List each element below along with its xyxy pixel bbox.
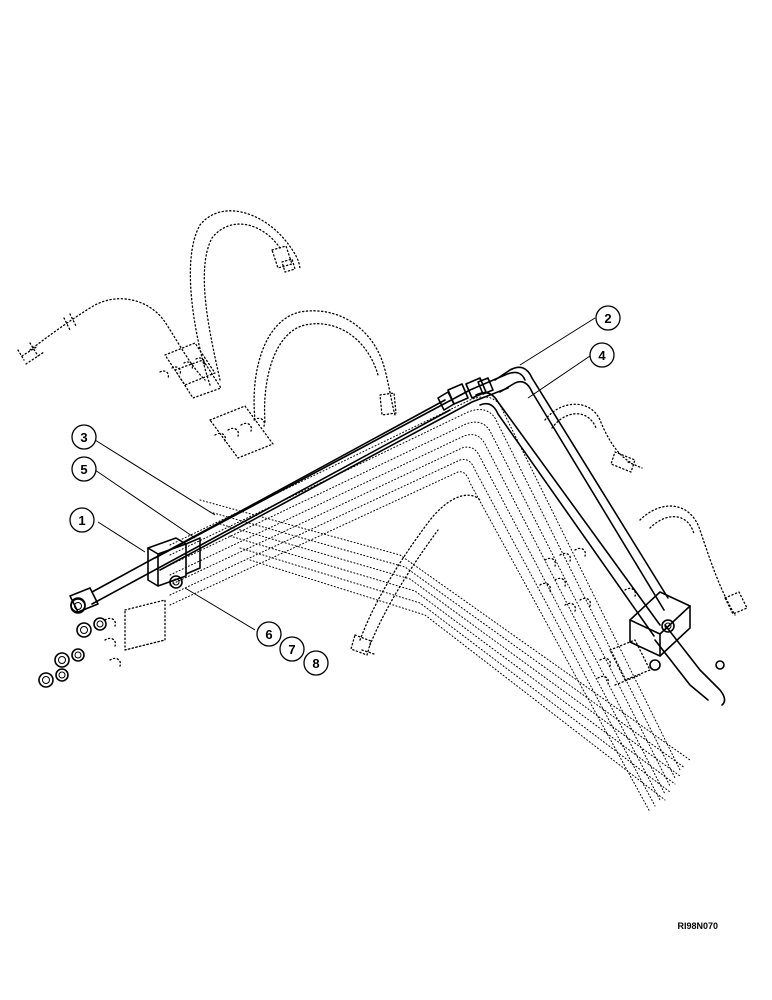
phantom-tube-bundle	[169, 396, 691, 813]
port-fittings	[38, 597, 107, 688]
svg-text:2: 2	[604, 311, 611, 326]
callout-8: 8	[303, 650, 329, 676]
callout-1: 1	[69, 507, 95, 533]
svg-text:5: 5	[80, 462, 87, 477]
svg-text:1: 1	[78, 513, 85, 528]
svg-text:8: 8	[312, 656, 319, 671]
callout-2: 2	[595, 305, 621, 331]
svg-text:7: 7	[288, 642, 295, 657]
drawing-code: RI98N070	[677, 921, 718, 931]
phantom-hoses	[17, 210, 748, 686]
svg-text:6: 6	[265, 627, 272, 642]
callout-6: 6	[256, 621, 282, 647]
callout-4: 4	[589, 342, 615, 368]
svg-text:4: 4	[598, 348, 606, 363]
steel-tube-assembly	[38, 366, 726, 706]
callout-7: 7	[279, 636, 305, 662]
callout-3: 3	[71, 424, 97, 450]
svg-text:3: 3	[80, 430, 87, 445]
callout-5: 5	[71, 456, 97, 482]
leader-lines	[94, 317, 596, 631]
